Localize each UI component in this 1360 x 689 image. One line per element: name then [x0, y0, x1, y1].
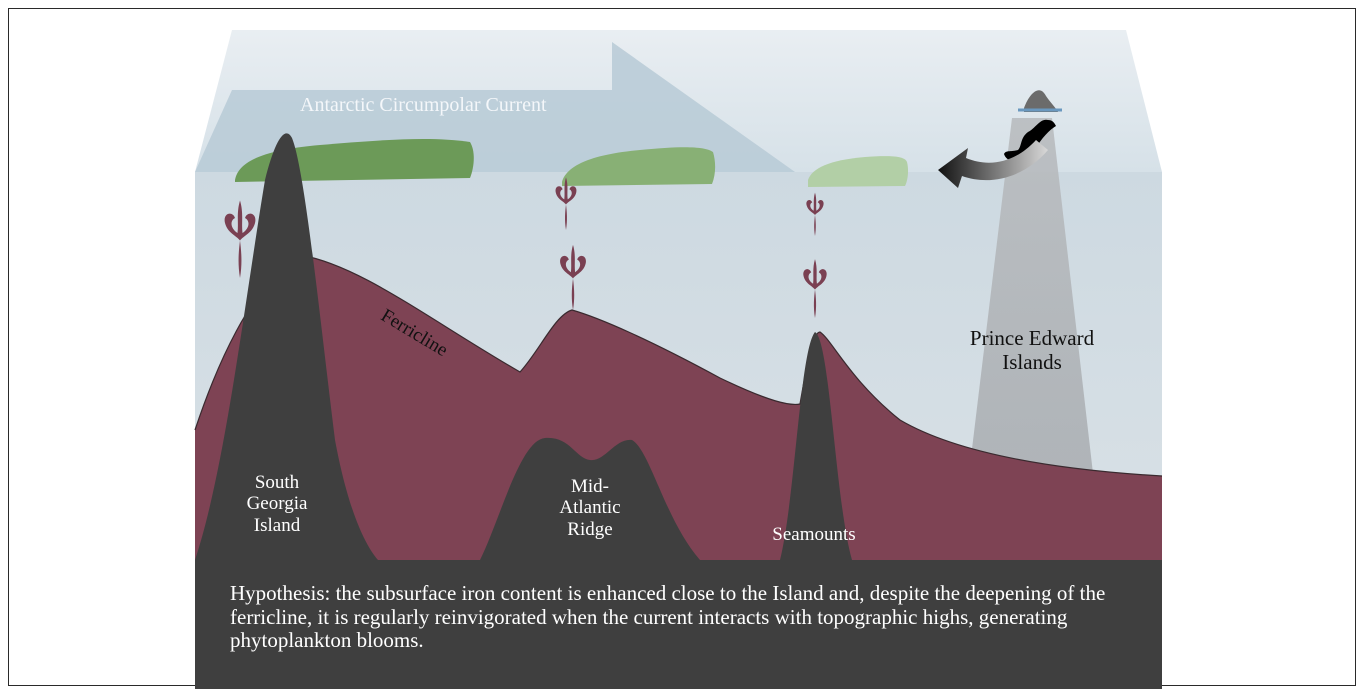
- seal-icon: [1004, 119, 1056, 161]
- current-arrow-icon: [195, 42, 795, 172]
- prince-edward-beam: [968, 118, 1094, 482]
- prince-edward-island-peak: [1024, 90, 1058, 112]
- seamount: [780, 332, 852, 560]
- phytoplankton-bloom-icon: [562, 147, 716, 186]
- phytoplankton-bloom-icon: [808, 156, 909, 187]
- ferricline-zone: [195, 255, 1162, 560]
- hypothesis-text: Hypothesis: the subsurface iron content …: [230, 581, 1106, 653]
- mid-atlantic-ridge: [480, 437, 700, 560]
- south-georgia-island: [195, 133, 378, 560]
- curved-arrow-icon: [938, 140, 1048, 188]
- seamounts-label: Seamounts: [772, 524, 856, 545]
- current-label: Antarctic Circumpolar Current: [300, 94, 547, 116]
- south-georgia-label: South Georgia Island: [246, 472, 308, 536]
- mid-atlantic-ridge-label: Mid- Atlantic Ridge: [559, 476, 621, 540]
- prince-edward-label: Prince Edward Islands: [969, 326, 1095, 374]
- hypothesis-panel: [195, 560, 1162, 689]
